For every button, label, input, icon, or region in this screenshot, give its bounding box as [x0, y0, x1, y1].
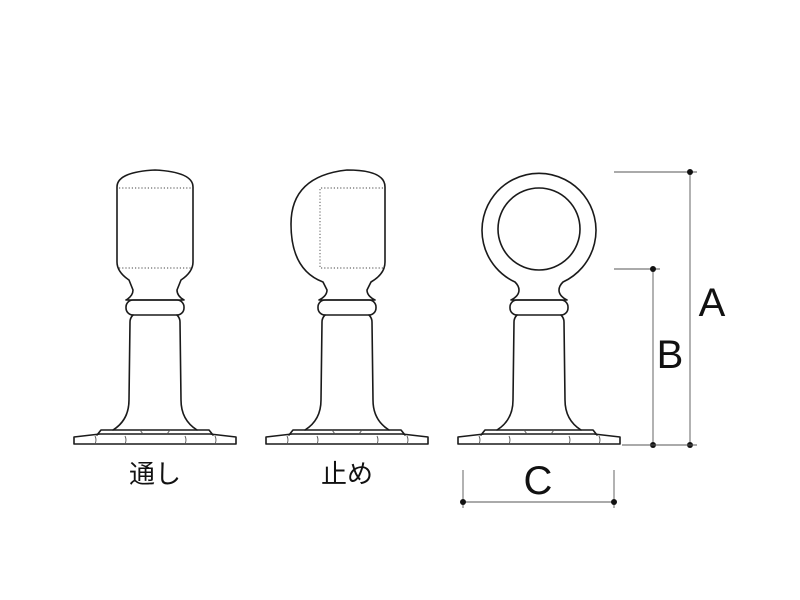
label-pass-through: 通し [129, 460, 181, 490]
dimension-label-b: B [657, 333, 684, 377]
part-end-stop [265, 169, 429, 445]
dimension-lines [460, 169, 697, 508]
dimension-label-a: A [699, 281, 726, 325]
label-end-stop: 止め [321, 460, 373, 490]
dimension-label-c: C [524, 459, 553, 503]
part-pass-through [73, 169, 237, 445]
part-front-view [457, 172, 621, 445]
